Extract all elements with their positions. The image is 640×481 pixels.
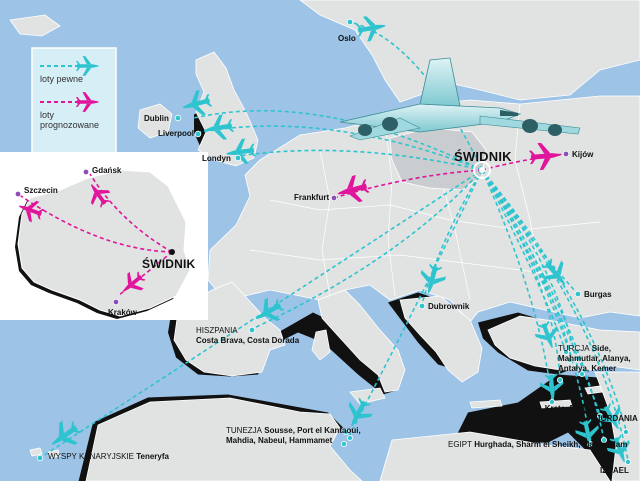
inset-szczecin-label: Szczecin bbox=[24, 186, 58, 195]
turcja-label-1: TURCJA Side, bbox=[558, 344, 611, 353]
inset-szczecin-marker bbox=[14, 190, 22, 198]
inset-hub-marker bbox=[169, 249, 175, 255]
legend-forecast-label-2: prognozowane bbox=[40, 120, 100, 130]
tunezja-label-1: TUNEZJA Sousse, Port el Kantaoui, bbox=[226, 426, 361, 435]
turcja-label-2: Mahmutlar, Alanya, bbox=[558, 354, 631, 363]
tunezja-label-2: Mahdia, Nabeul, Hammamet bbox=[226, 436, 333, 445]
oslo-label: Oslo bbox=[338, 34, 356, 43]
inset-krakow-label: Kraków bbox=[108, 308, 137, 317]
forecast-markers bbox=[330, 150, 570, 202]
frankfurt-label: Frankfurt bbox=[294, 193, 330, 202]
liverpool-label: Liverpool bbox=[158, 129, 195, 138]
burgas-label: Burgas bbox=[584, 290, 612, 299]
dublin-label: Dublin bbox=[144, 114, 169, 123]
destination-markers bbox=[36, 18, 632, 465]
dubrownik-label: Dubrownik bbox=[428, 302, 470, 311]
kanary-label: WYSPY KANARYJSKIE Teneryfa bbox=[48, 452, 169, 461]
hiszpania-cities-label: Costa Brava, Costa Dorada bbox=[196, 336, 300, 345]
izrael-label: IZRAEL bbox=[600, 466, 629, 475]
jordania-label: JORDANIA bbox=[596, 414, 638, 423]
hub-label: ŚWIDNIK bbox=[454, 149, 512, 164]
inset-gdansk-label: Gdańsk bbox=[92, 166, 122, 175]
hiszpania-country-label: HISZPANIA bbox=[196, 326, 238, 335]
legend-box bbox=[31, 47, 117, 157]
hub-ring bbox=[473, 161, 491, 179]
inset-krakow-marker bbox=[112, 298, 120, 306]
hub-marker bbox=[479, 167, 485, 173]
londyn-label: Londyn bbox=[202, 154, 231, 163]
legend-forecast-label-1: loty bbox=[40, 110, 55, 120]
poland-highlight bbox=[389, 127, 487, 191]
inset-hub-label: ŚWIDNIK bbox=[142, 257, 196, 271]
kijow-label: Kijów bbox=[572, 150, 594, 159]
legend-certain-label: loty pewne bbox=[40, 74, 84, 84]
turcja-label-3: Antalya, Kemer bbox=[558, 364, 617, 373]
grecja-label: GRECJA Kreta, Rodos bbox=[510, 404, 595, 413]
egipt-label: EGIPT Hurghada, Sharm el Sheikh, Marsa A… bbox=[448, 440, 628, 449]
airliner-illustration bbox=[339, 57, 581, 141]
inset-gdansk-marker bbox=[82, 168, 90, 176]
poland-inset bbox=[0, 152, 208, 320]
